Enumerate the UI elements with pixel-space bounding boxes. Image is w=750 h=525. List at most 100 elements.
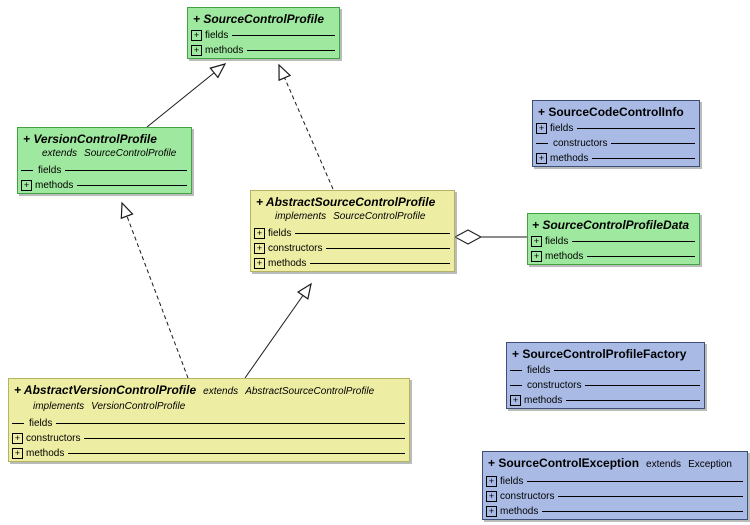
separator-line: [577, 128, 695, 129]
expand-methods-button[interactable]: +: [510, 395, 521, 406]
class-title: + SourceCodeControlInfo: [538, 105, 684, 119]
expand-fields-button[interactable]: +: [536, 123, 547, 134]
implements-keyword: implements: [33, 401, 85, 412]
row-label: methods: [550, 152, 589, 164]
class-box-sourcecodecontrolinfo[interactable]: + SourceCodeControlInfo + fields constru…: [532, 100, 700, 167]
separator-line: [527, 481, 743, 482]
extends-keyword: extends: [42, 148, 78, 159]
fields-row: + fields: [533, 121, 699, 136]
methods-row: + methods: [533, 151, 699, 166]
row-label: fields: [500, 475, 524, 487]
dash-icon: [12, 423, 24, 424]
expand-methods-button[interactable]: +: [531, 251, 542, 262]
extends-type: Exception: [688, 459, 732, 470]
methods-row: + methods: [18, 178, 191, 193]
class-box-sourcecontrolprofile[interactable]: + SourceControlProfile + fields + method…: [187, 7, 340, 59]
row-label: fields: [29, 417, 53, 429]
implements-type: SourceControlProfile: [333, 211, 426, 222]
class-box-versioncontrolprofile[interactable]: + VersionControlProfile extends SourceCon…: [17, 127, 192, 194]
implements-clause: implements VersionControlProfile: [9, 401, 409, 416]
class-title: + SourceControlProfileData: [532, 218, 690, 232]
fields-row: + fields: [188, 28, 339, 43]
expand-methods-button[interactable]: +: [12, 448, 23, 459]
fields-row: fields: [9, 416, 409, 431]
separator-line: [592, 158, 695, 159]
separator-line: [554, 370, 700, 371]
class-box-abstractsourcecontrolprofile[interactable]: + AbstractSourceControlProfile implement…: [250, 190, 455, 272]
expand-constructors-button[interactable]: +: [254, 243, 265, 254]
expand-fields-button[interactable]: +: [191, 30, 202, 41]
class-box-sourcecontrolprofilefactory[interactable]: + SourceControlProfileFactory fields con…: [506, 342, 705, 409]
connector-implements-abstractsourcecontrolprofile-sourcecontrolprofile[interactable]: [278, 63, 334, 190]
expand-fields-button[interactable]: +: [531, 236, 542, 247]
dash-icon: [510, 385, 522, 386]
methods-row: + methods: [251, 256, 454, 271]
extends-type: SourceControlProfile: [84, 148, 177, 159]
separator-line: [611, 143, 695, 144]
class-title: + SourceControlProfileFactory: [512, 347, 687, 361]
row-label: constructors: [553, 137, 608, 149]
expand-methods-button[interactable]: +: [254, 258, 265, 269]
row-label: methods: [500, 505, 539, 517]
connector-implements-abstractversioncontrolprofile-versioncontrolprofile[interactable]: [120, 201, 189, 379]
constructors-row: constructors: [507, 378, 704, 393]
class-box-sourcecontrolprofiledata[interactable]: + SourceControlProfileData + fields + me…: [527, 213, 700, 265]
expand-methods-button[interactable]: +: [536, 153, 547, 164]
row-label: methods: [26, 447, 65, 459]
separator-line: [247, 50, 335, 51]
row-label: fields: [545, 235, 569, 247]
constructors-row: + constructors: [9, 431, 409, 446]
implements-type: VersionControlProfile: [91, 401, 186, 412]
expand-fields-button[interactable]: +: [254, 228, 265, 239]
class-title: + SourceControlProfile: [193, 12, 325, 26]
class-title: + AbstractSourceControlProfile: [256, 195, 436, 209]
methods-row: + methods: [507, 393, 704, 408]
row-label: fields: [268, 227, 292, 239]
separator-line: [587, 256, 695, 257]
separator-line: [558, 496, 743, 497]
separator-line: [84, 438, 405, 439]
row-label: fields: [527, 364, 551, 376]
fields-row: + fields: [483, 474, 747, 489]
separator-line: [585, 385, 700, 386]
expand-methods-button[interactable]: +: [486, 506, 497, 517]
expand-methods-button[interactable]: +: [21, 180, 32, 191]
row-label: constructors: [527, 379, 582, 391]
fields-row: fields: [18, 163, 191, 178]
separator-line: [77, 185, 187, 186]
dash-icon: [510, 370, 522, 371]
extends-keyword: extends: [203, 386, 239, 397]
row-label: methods: [268, 257, 307, 269]
class-title: + SourceControlException: [488, 456, 640, 470]
implements-keyword: implements: [275, 211, 327, 222]
row-label: methods: [205, 44, 244, 56]
extends-clause: extends SourceControlProfile: [18, 148, 191, 163]
dash-icon: [21, 170, 33, 171]
aggregation-diamond-icon[interactable]: [453, 229, 483, 245]
expand-methods-button[interactable]: +: [191, 45, 202, 56]
separator-line: [542, 511, 743, 512]
separator-line: [572, 241, 695, 242]
row-label: methods: [524, 394, 563, 406]
fields-row: + fields: [528, 234, 699, 249]
dash-icon: [536, 143, 548, 144]
constructors-row: constructors: [533, 136, 699, 151]
separator-line: [232, 35, 335, 36]
expand-constructors-button[interactable]: +: [12, 433, 23, 444]
expand-constructors-button[interactable]: +: [486, 491, 497, 502]
methods-row: + methods: [483, 504, 747, 519]
separator-line: [68, 453, 405, 454]
class-title: + VersionControlProfile: [23, 132, 157, 146]
expand-fields-button[interactable]: +: [486, 476, 497, 487]
connector-extends-abstractversioncontrolprofile-abstractsourcecontrolprofile[interactable]: [244, 282, 312, 379]
row-label: constructors: [500, 490, 555, 502]
fields-row: fields: [507, 363, 704, 378]
row-label: fields: [38, 164, 62, 176]
connector-extends-versioncontrolprofile-sourcecontrolprofile[interactable]: [146, 63, 227, 128]
methods-row: + methods: [9, 446, 409, 461]
